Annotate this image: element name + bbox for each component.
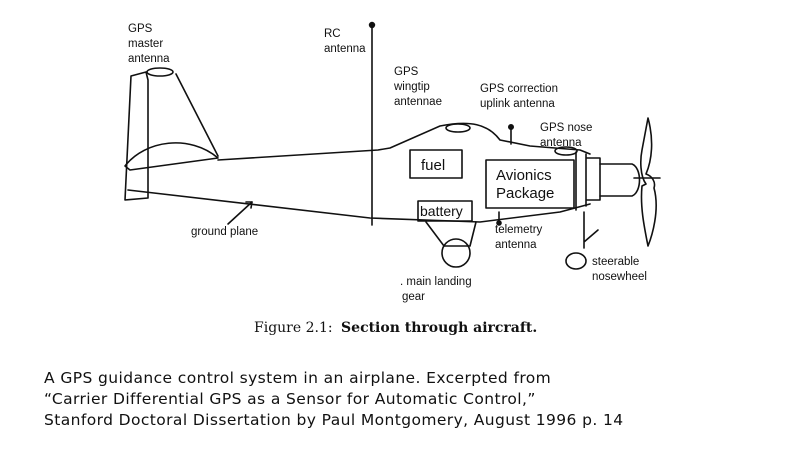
label-avionics-2: Package xyxy=(496,185,554,202)
nose-cowling xyxy=(575,151,601,211)
label-correction-2: uplink antenna xyxy=(480,98,555,110)
label-battery: battery xyxy=(420,203,463,219)
avionics-box xyxy=(485,159,575,209)
label-rc-antenna: RC xyxy=(324,28,341,40)
label-wingtip-2: wingtip xyxy=(393,81,430,93)
caption-line-2: “Carrier Differential GPS as a Sensor fo… xyxy=(44,390,536,408)
ground-plane-arrow xyxy=(227,201,253,225)
tail-fin xyxy=(124,71,149,201)
label-ground-plane: ground plane xyxy=(191,226,258,238)
source-caption: A GPS guidance control system in an airp… xyxy=(44,368,784,431)
caption-line-3: Stanford Doctoral Dissertation by Paul M… xyxy=(44,411,624,429)
label-nose-antenna: GPS nose xyxy=(540,122,592,134)
fuel-box xyxy=(409,149,463,179)
battery-box xyxy=(417,200,473,222)
label-telemetry-2: antenna xyxy=(495,239,537,251)
label-wingtip: GPS xyxy=(394,66,419,78)
label-correction: GPS correction xyxy=(480,83,558,95)
gps-nose-antenna xyxy=(554,146,578,156)
label-gps-master-3: antenna xyxy=(128,53,170,65)
caption-line-1: A GPS guidance control system in an airp… xyxy=(44,369,552,387)
label-fuel: fuel xyxy=(421,157,445,174)
gps-master-antenna xyxy=(146,67,174,77)
label-nosewheel: steerable xyxy=(592,256,639,268)
figure-title: Section through aircraft. xyxy=(341,320,537,336)
propeller xyxy=(640,117,657,247)
label-nosewheel-2: nosewheel xyxy=(592,271,647,283)
label-rc-antenna-2: antenna xyxy=(324,43,366,55)
tail-fin-rear xyxy=(175,73,219,157)
horizontal-stabilizer xyxy=(124,142,219,171)
fuselage-bottom xyxy=(127,189,591,223)
figure-caption: Figure 2.1: Section through aircraft. xyxy=(254,320,537,336)
fuselage-top xyxy=(217,122,591,161)
label-avionics: Avionics xyxy=(496,167,552,184)
label-nose-antenna-2: antenna xyxy=(540,137,582,149)
label-telemetry: telemetry xyxy=(495,224,543,236)
nosewheel-strut xyxy=(583,211,599,249)
label-main-landing-gear-2: gear xyxy=(402,291,425,303)
label-main-landing-gear: . main landing xyxy=(400,276,472,288)
label-wingtip-3: antennae xyxy=(394,96,442,108)
gps-wingtip-antenna xyxy=(445,123,471,133)
label-gps-master: GPS xyxy=(128,23,153,35)
aircraft-section-diagram: GPS master antenna RC antenna GPS wingti… xyxy=(124,21,661,336)
figure-number: Figure 2.1: xyxy=(254,320,333,336)
main-landing-gear-strut xyxy=(425,221,477,247)
main-landing-gear-wheel xyxy=(441,238,471,268)
steerable-nosewheel xyxy=(565,252,587,270)
label-gps-master-2: master xyxy=(128,38,163,50)
engine xyxy=(599,163,641,197)
